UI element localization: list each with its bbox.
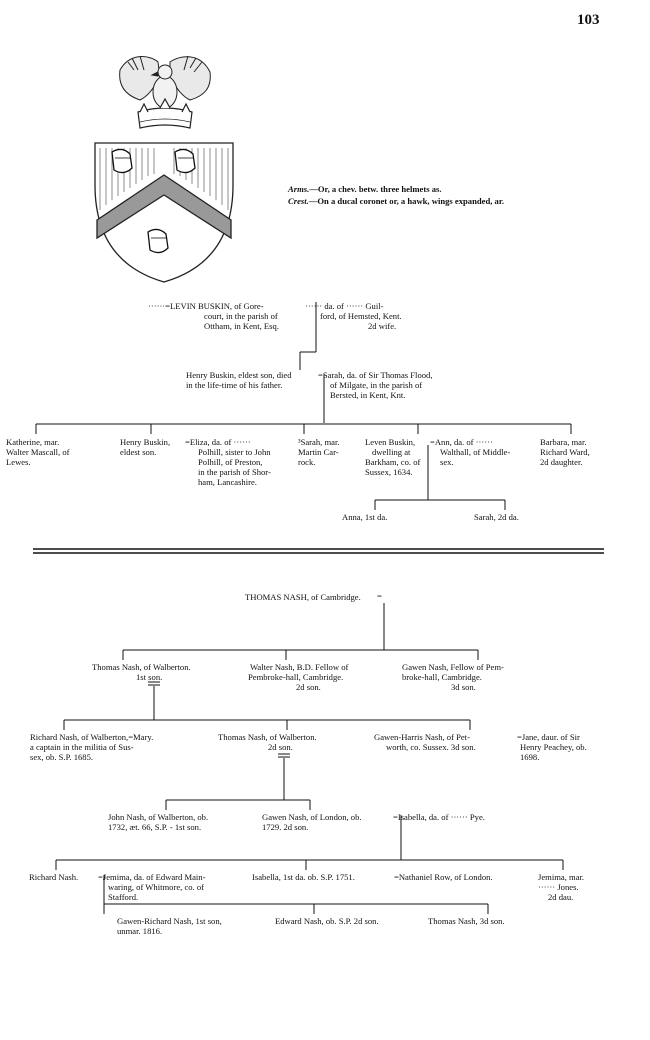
gawen-harris-line-1: Gawen-Harris Nash, of Pet- — [374, 732, 470, 742]
katherine-line-3: Lewes. — [6, 457, 31, 467]
root-marriage-mark: = — [377, 591, 382, 601]
richard-line-3: sex, ob. S.P. 1685. — [30, 752, 93, 762]
ann-line-2: Walthall, of Middle- — [440, 447, 510, 457]
richard-line-2: a captain in the militia of Sus- — [30, 742, 134, 752]
jane-line-1: =Jane, daur. of Sir — [517, 732, 580, 742]
gawen-line-3: 3d son. — [451, 682, 476, 692]
anna-1st-da: Anna, 1st da. — [342, 512, 387, 522]
eliza-line-2: Polhill, sister to John — [198, 447, 271, 457]
henry2-line-2: eldest son. — [120, 447, 156, 457]
jemima-line-2: waring, of Whitmore, co. of — [108, 882, 204, 892]
thomas2-line-1: Thomas Nash, of Walberton. — [218, 732, 317, 742]
gawen-richard-line-2: unmar. 1816. — [117, 926, 162, 936]
thomas-line-1: Thomas Nash, of Walberton. — [92, 662, 191, 672]
jemima-line-3: Stafford. — [108, 892, 138, 902]
henry-buskin-line-1: Henry Buskin, eldest son, died — [186, 370, 292, 380]
gawen2-line-2: 1729. 2d son. — [262, 822, 308, 832]
gawen-line-2: broke-hall, Cambridge. — [402, 672, 482, 682]
thomas-nash-3d: Thomas Nash, 3d son. — [428, 916, 505, 926]
sarah-flood-line-2: of Milgate, in the parish of — [330, 380, 422, 390]
jane-line-2: Henry Peachey, ob. — [520, 742, 587, 752]
gawen-line-1: Gawen Nash, Fellow of Pem- — [402, 662, 504, 672]
isabella-row: Isabella, 1st da. ob. S.P. 1751. — [252, 872, 355, 882]
eliza-line-5: ham, Lancashire. — [198, 477, 257, 487]
richard-nash: Richard Nash. — [29, 872, 78, 882]
second-wife-line-3: 2d wife. — [368, 321, 396, 331]
second-wife-line-1: ······ da. of ······ Guil- — [305, 301, 384, 311]
isabella-pye: =Isabella, da. of ······ Pye. — [393, 812, 485, 822]
sarah-flood-line-1: =Sarah, da. of Sir Thomas Flood, — [318, 370, 433, 380]
jemima-line-1: =Jemima, da. of Edward Main- — [98, 872, 205, 882]
gawen-harris-line-2: worth, co. Sussex. 3d son. — [386, 742, 476, 752]
thomas2-line-2: 2d son. — [268, 742, 293, 752]
leven-line-3: Barkham, co. of — [365, 457, 420, 467]
leven-line-1: Leven Buskin, — [365, 437, 415, 447]
katherine-line-2: Walter Mascall, of — [6, 447, 70, 457]
thomas-line-2: 1st son. — [136, 672, 162, 682]
leven-line-2: dwelling at — [372, 447, 410, 457]
henry2-line-1: Henry Buskin, — [120, 437, 170, 447]
ann-line-3: sex. — [440, 457, 454, 467]
barbara-line-3: 2d daughter. — [540, 457, 582, 467]
barbara-line-2: Richard Ward, — [540, 447, 590, 457]
levin-line-1: ······=LEVIN BUSKIN, of Gore- — [148, 301, 264, 311]
gawen2-line-1: Gawen Nash, of London, ob. — [262, 812, 362, 822]
eliza-line-1: =Eliza, da. of ······ — [185, 437, 251, 447]
sarah-flood-line-3: Bersted, in Kent, Knt. — [330, 390, 405, 400]
katherine-line-1: Katherine, mar. — [6, 437, 59, 447]
sarah2-line-3: rock. — [298, 457, 315, 467]
eliza-line-3: Polhill, of Preston, — [198, 457, 262, 467]
barbara-line-1: Barbara, mar. — [540, 437, 587, 447]
sarah2-line-1: ³Sarah, mar. — [298, 437, 339, 447]
levin-buskin: ······=LEVIN BUSKIN, of Gore- — [148, 301, 264, 311]
ann-line-1: =Ann, da. of ······ — [430, 437, 493, 447]
sarah2-line-2: Martin Car- — [298, 447, 339, 457]
john-line-1: John Nash, of Walberton, ob. — [108, 812, 208, 822]
nathaniel-row: =Nathaniel Row, of London. — [394, 872, 493, 882]
walter-line-2: Pembroke-hall, Cambridge. — [248, 672, 343, 682]
richard-line-1: Richard Nash, of Walberton,=Mary. — [30, 732, 153, 742]
eliza-line-4: in the parish of Shor- — [198, 467, 271, 477]
leven-line-4: Sussex, 1634. — [365, 467, 413, 477]
jemima2-line-1: Jemima, mar. — [538, 872, 584, 882]
jemima2-line-2: ······ Jones. — [538, 882, 579, 892]
walter-line-1: Walter Nash, B.D. Fellow of — [250, 662, 348, 672]
henry-buskin-line-2: in the life-time of his father. — [186, 380, 282, 390]
second-wife-line-2: ford, of Hemsted, Kent. — [320, 311, 402, 321]
walter-line-3: 2d son. — [296, 682, 321, 692]
levin-line-3: Ottham, in Kent, Esq. — [204, 321, 279, 331]
jane-line-3: 1698. — [520, 752, 539, 762]
gawen-richard-line-1: Gawen-Richard Nash, 1st son, — [117, 916, 222, 926]
sarah-2d-da: Sarah, 2d da. — [474, 512, 519, 522]
edward-nash: Edward Nash, ob. S.P. 2d son. — [275, 916, 379, 926]
thomas-nash-root: THOMAS NASH, of Cambridge. — [245, 592, 361, 602]
john-line-2: 1732, æt. 66, S.P. - 1st son. — [108, 822, 201, 832]
jemima2-line-3: 2d dau. — [548, 892, 573, 902]
levin-line-2: court, in the parish of — [204, 311, 278, 321]
